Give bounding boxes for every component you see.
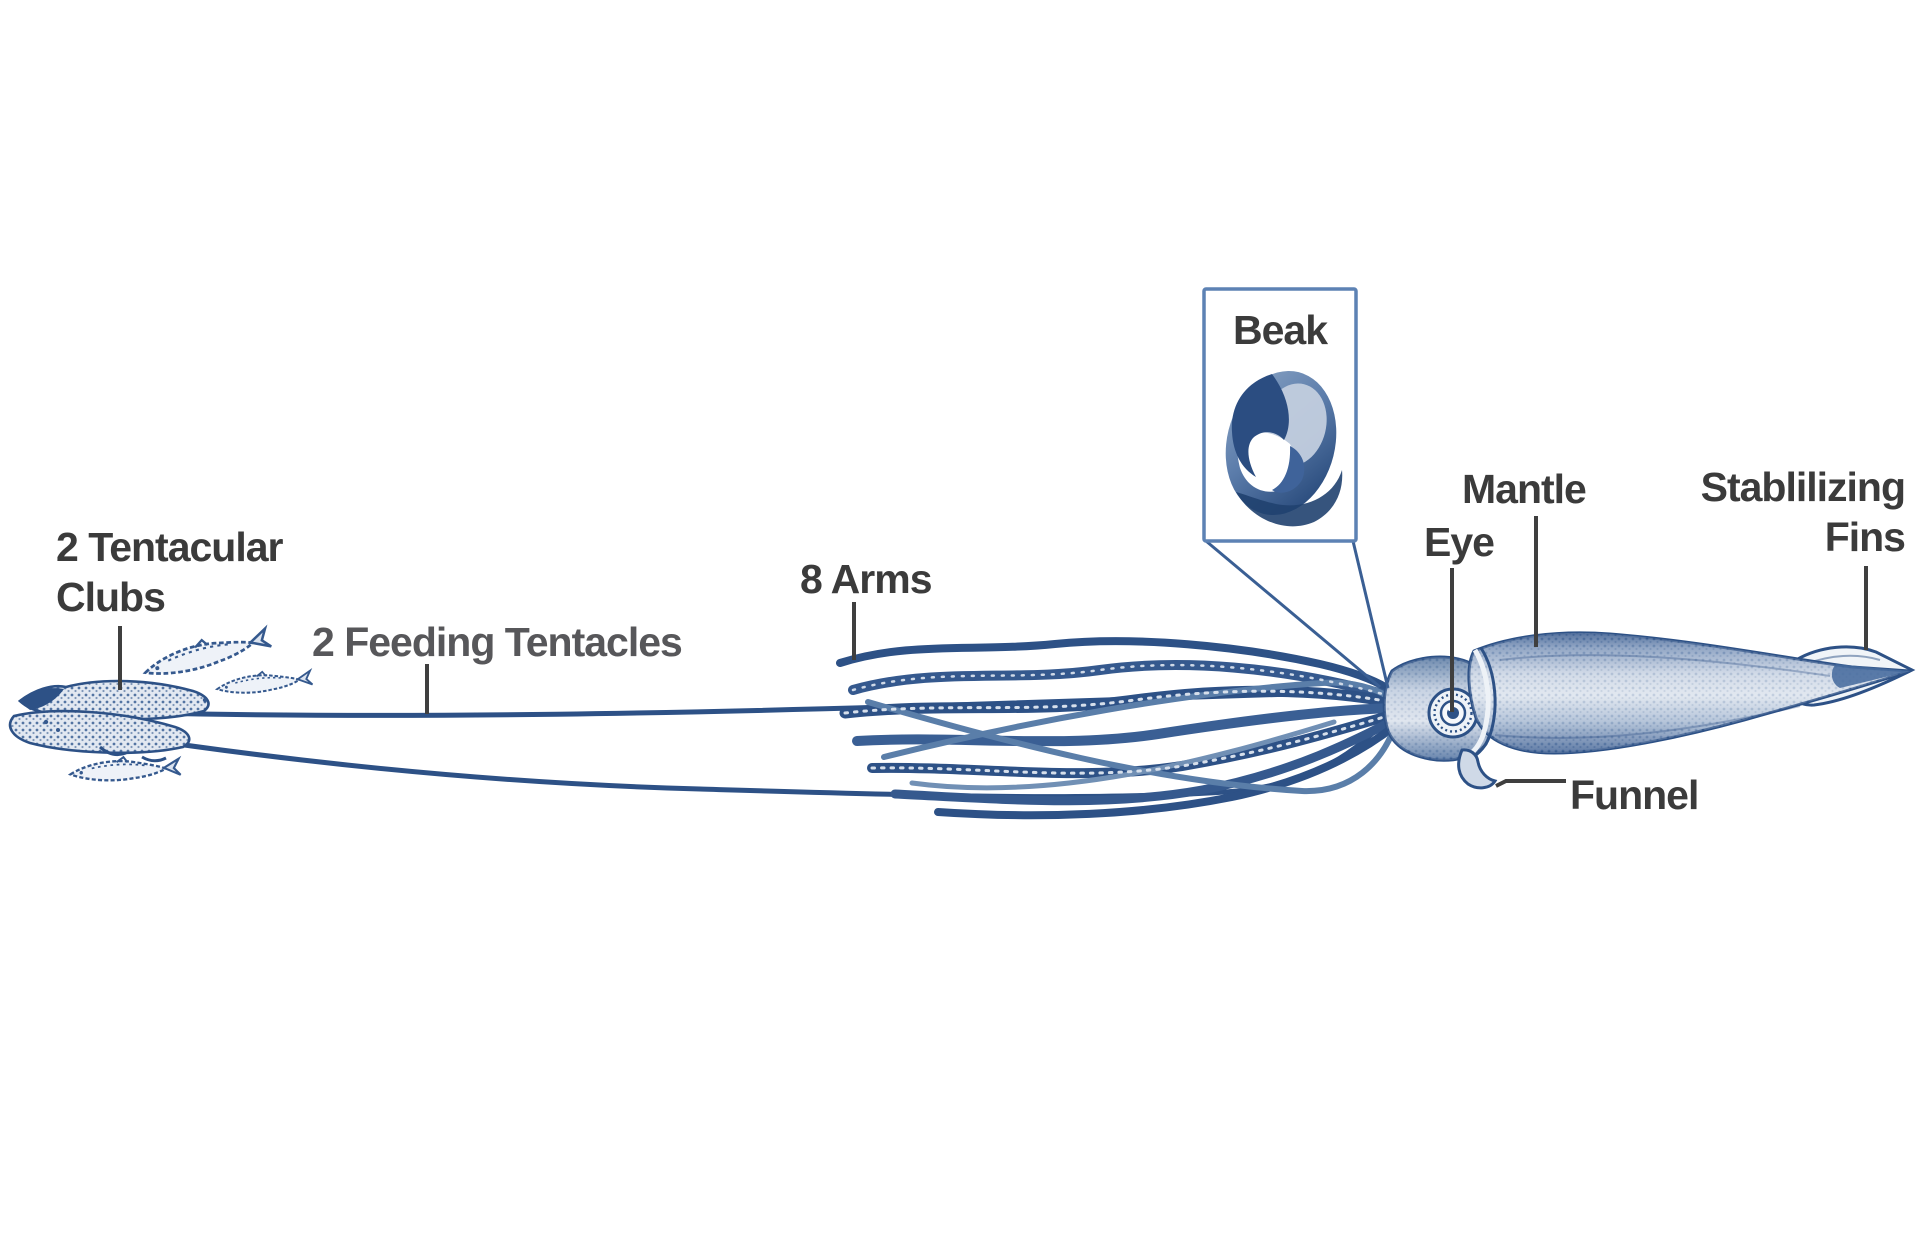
- arms-drawing: [836, 637, 1406, 820]
- label-funnel: Funnel: [1570, 772, 1699, 818]
- beak-inset: [1202, 287, 1390, 689]
- label-tentacular-clubs: 2 Tentacular Clubs: [56, 522, 283, 622]
- label-stabilizing-fins: Stablilizing Fins: [1625, 462, 1906, 562]
- label-stabilizing-fins-line1: Stablilizing: [1700, 464, 1906, 510]
- label-feeding-tentacles: 2 Feeding Tentacles: [312, 619, 683, 665]
- label-eye: Eye: [1424, 519, 1495, 565]
- funnel-drawing: [1457, 748, 1498, 790]
- beak-drawing: [1225, 370, 1343, 527]
- mantle-drawing: [1462, 631, 1911, 762]
- label-tentacular-clubs-line1: 2 Tentacular: [56, 524, 283, 570]
- leader-lines: [118, 516, 1868, 788]
- label-mantle: Mantle: [1462, 466, 1587, 512]
- leader-funnel: [1495, 779, 1566, 788]
- label-tentacular-clubs-line2: Clubs: [56, 574, 166, 621]
- label-beak: Beak: [1232, 307, 1328, 353]
- tentacular-clubs-drawing: [8, 679, 210, 763]
- label-arms: 8 Arms: [800, 556, 932, 602]
- label-stabilizing-fins-line2: Fins: [1824, 514, 1906, 561]
